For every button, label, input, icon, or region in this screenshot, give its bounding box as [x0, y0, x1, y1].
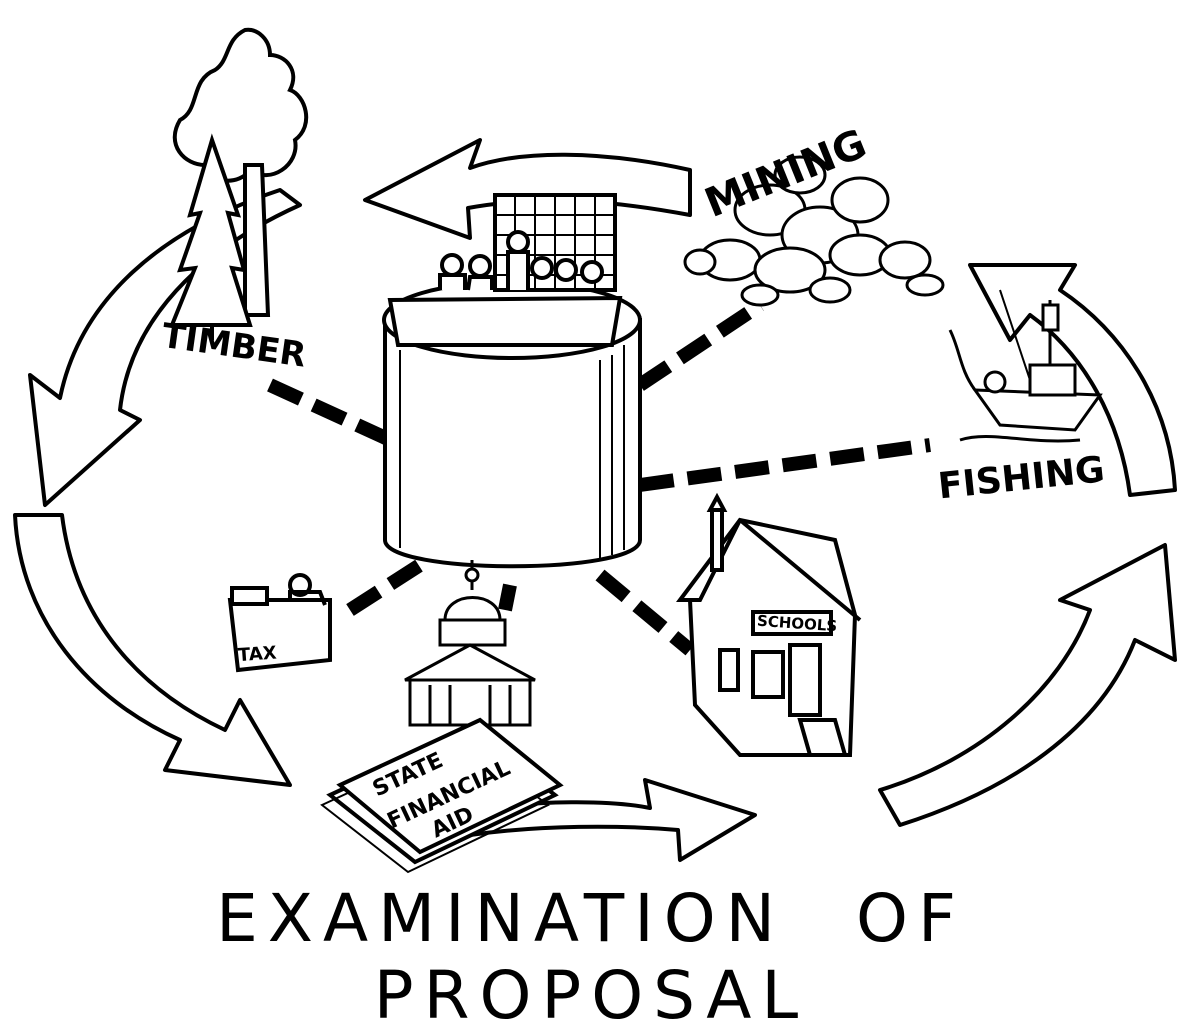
label-schools: SCHOOLS [756, 612, 837, 636]
label-timber: TIMBER [159, 316, 308, 376]
arrow-right-lower [878, 543, 1177, 827]
desk-worker-icon [227, 598, 332, 673]
schoolhouse [676, 492, 862, 757]
spoke-mining [636, 299, 764, 391]
spoke-fishing [639, 438, 931, 492]
spoke-schools [595, 569, 695, 656]
cycle-arrows [13, 138, 1177, 862]
connector-spokes [267, 299, 931, 656]
meeting-people [438, 230, 604, 291]
cylinder-body [383, 318, 642, 569]
spoke-timber [267, 378, 393, 447]
capitol-building-icon [443, 596, 502, 622]
state-capitol [404, 560, 536, 727]
spoke-state [498, 583, 517, 612]
spoke-tax [346, 559, 424, 616]
timber-trees [169, 27, 309, 340]
label-fishing: FISHING [936, 449, 1106, 507]
meeting-table [387, 295, 623, 347]
arrow-left-lower [13, 513, 292, 787]
tax-desk [227, 573, 332, 673]
document-stack-icon [336, 717, 564, 855]
proposal-cycle-diagram: TIMBER MINING FISHING TAX SCHOOLS STATE … [13, 27, 1177, 874]
fishing-boat [948, 289, 1103, 443]
mining-rocks [683, 155, 945, 307]
arrow-bottom [468, 778, 757, 862]
deciduous-tree-icon [172, 27, 309, 183]
state-aid-documents [320, 717, 564, 874]
label-tax: TAX [237, 643, 277, 667]
diagram-caption: EXAMINATION OF PROPOSAL [216, 880, 966, 1034]
central-meeting [382, 193, 642, 569]
arrow-top [363, 138, 692, 240]
arrow-right-upper [968, 263, 1177, 497]
